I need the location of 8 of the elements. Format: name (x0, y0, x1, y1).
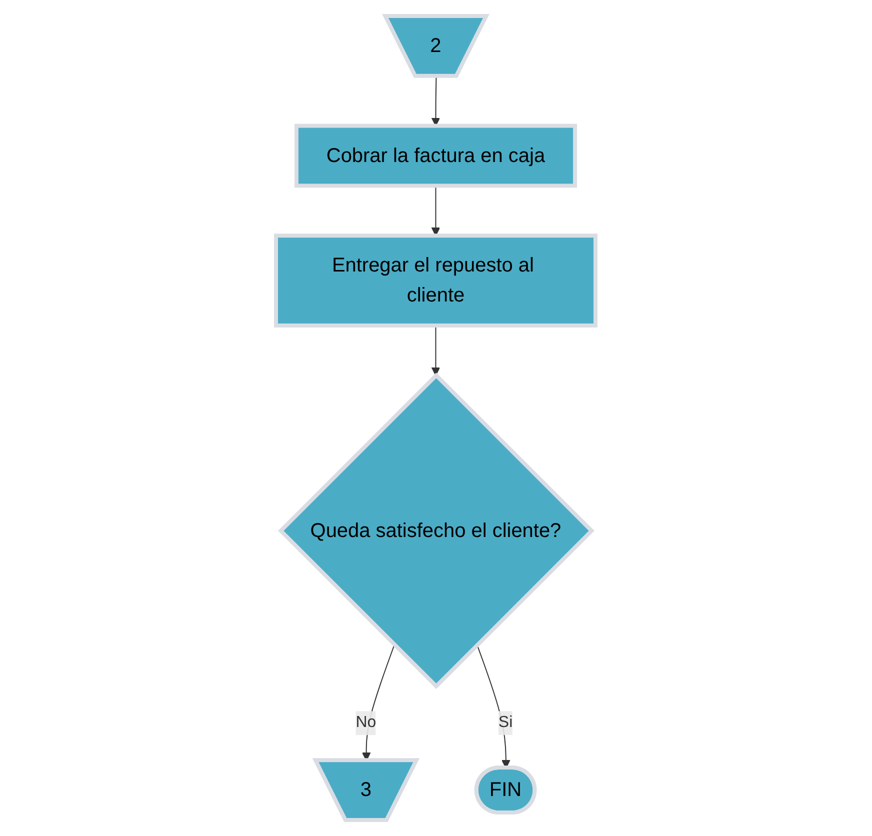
arrow (432, 76, 440, 126)
edge-label: No (356, 714, 376, 732)
arrow (432, 185, 440, 236)
node-box: Entregar el repuesto al cliente (274, 234, 598, 328)
edge-label: Si (498, 714, 513, 732)
arrow (432, 325, 440, 376)
node-box: Cobrar la factura en caja (294, 124, 578, 188)
node-diamond: Queda satisfecho el cliente? (278, 372, 595, 690)
